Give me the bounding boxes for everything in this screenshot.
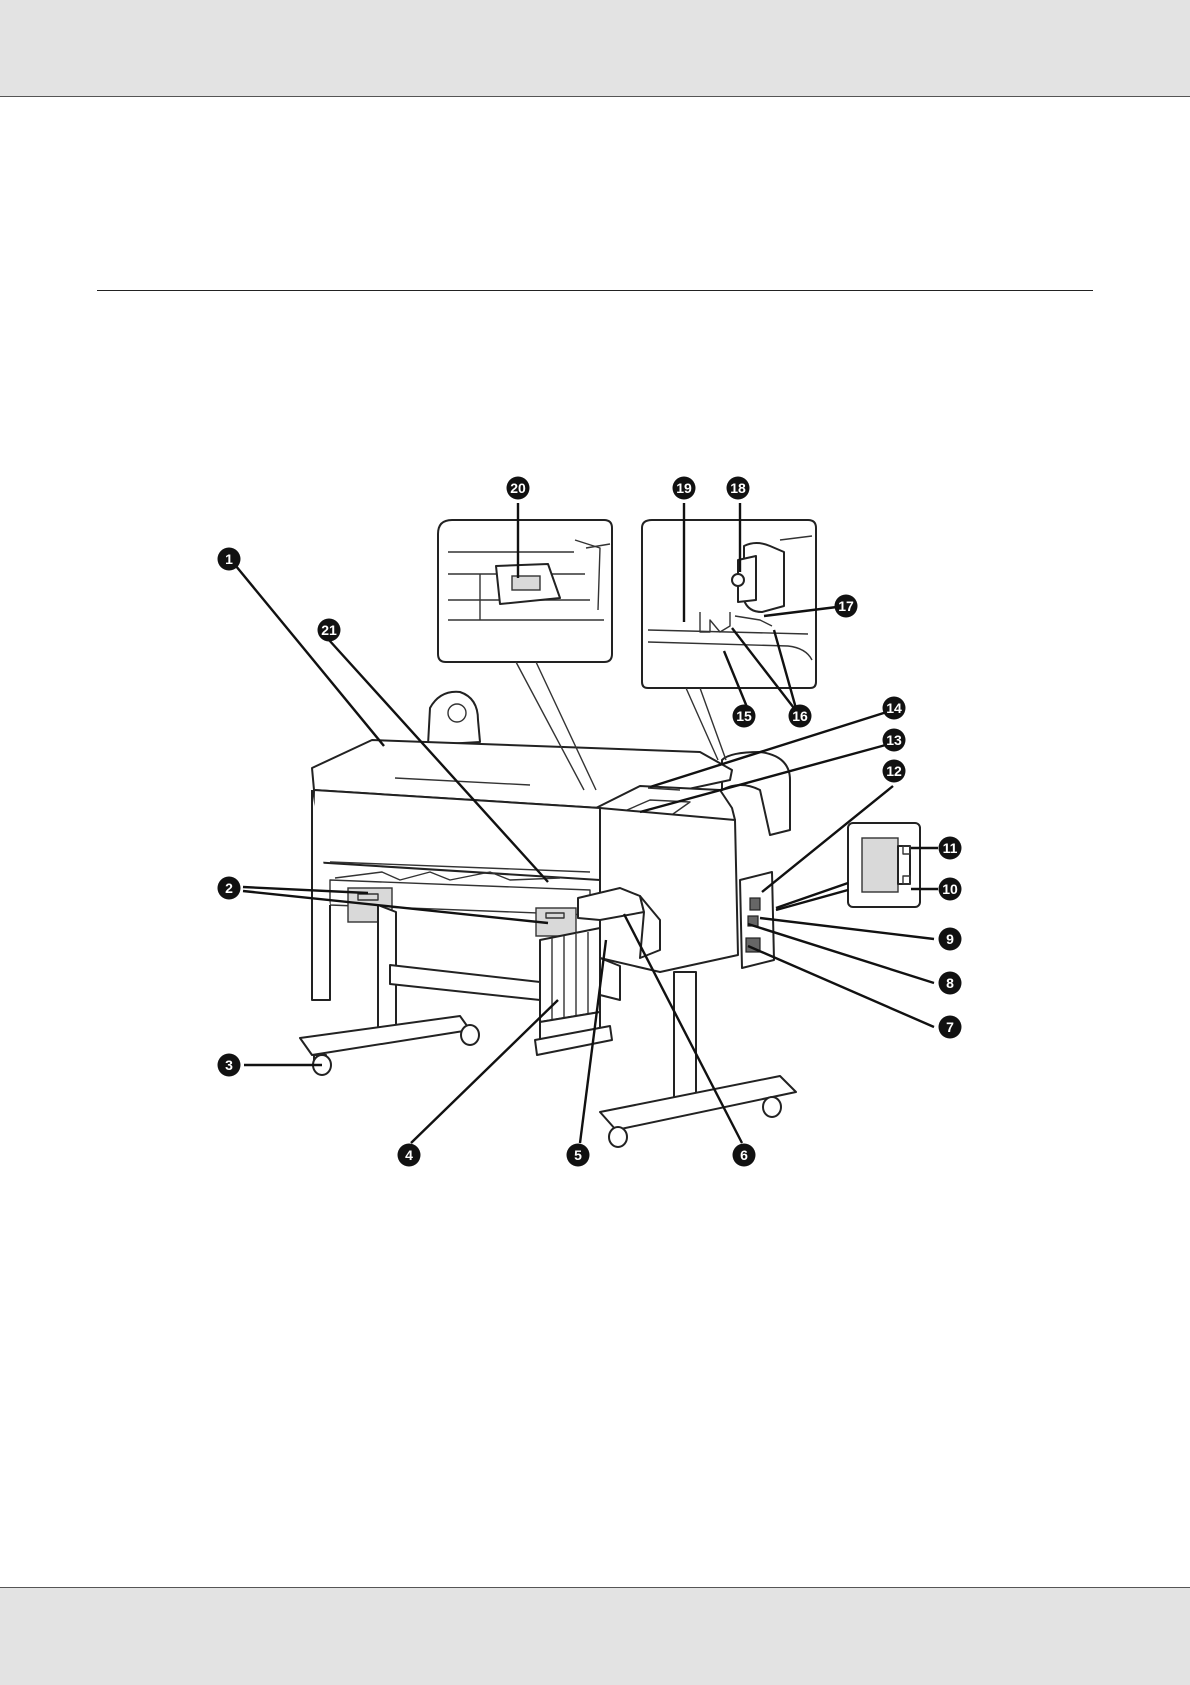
callout-4: 4 (398, 1144, 421, 1167)
callout-9: 9 (939, 928, 962, 951)
svg-text:15: 15 (736, 708, 752, 724)
caster-wheel (461, 1025, 479, 1045)
callout-10: 10 (939, 878, 962, 901)
svg-text:11: 11 (943, 840, 958, 856)
callout-17: 17 (835, 595, 858, 618)
svg-text:21: 21 (321, 622, 337, 638)
callout-21: 21 (318, 619, 341, 642)
svg-text:7: 7 (946, 1019, 954, 1035)
callout-8: 8 (939, 972, 962, 995)
svg-text:19: 19 (676, 480, 692, 496)
callout-18: 18 (727, 477, 750, 500)
callout-5: 5 (567, 1144, 590, 1167)
callout-7: 7 (939, 1016, 962, 1039)
svg-text:17: 17 (838, 598, 854, 614)
svg-text:16: 16 (792, 708, 808, 724)
svg-text:3: 3 (225, 1057, 233, 1073)
svg-text:2: 2 (225, 880, 233, 896)
svg-text:14: 14 (886, 700, 902, 716)
caster-wheel (763, 1097, 781, 1117)
caster-wheel (609, 1127, 627, 1147)
inset-roll-adapter (642, 520, 816, 760)
svg-text:1: 1 (225, 551, 233, 567)
svg-text:4: 4 (405, 1147, 413, 1163)
svg-text:18: 18 (730, 480, 746, 496)
callout-14: 14 (883, 697, 906, 720)
svg-text:8: 8 (946, 975, 954, 991)
callout-19: 19 (673, 477, 696, 500)
page-footer-band (0, 1587, 1190, 1685)
callout-1: 1 (218, 548, 241, 571)
callout-11: 11 (939, 837, 962, 860)
callout-12: 12 (883, 760, 906, 783)
callout-16: 16 (789, 705, 812, 728)
svg-text:12: 12 (886, 763, 902, 779)
callout-15: 15 (733, 705, 756, 728)
callout-13: 13 (883, 729, 906, 752)
callout-20: 20 (507, 477, 530, 500)
svg-text:5: 5 (574, 1147, 582, 1163)
svg-text:6: 6 (740, 1147, 748, 1163)
callout-2: 2 (218, 877, 241, 900)
callout-3: 3 (218, 1054, 241, 1077)
svg-text:9: 9 (946, 931, 954, 947)
svg-text:20: 20 (510, 480, 526, 496)
svg-text:13: 13 (886, 732, 902, 748)
printer-drawing (300, 692, 796, 1147)
inset-lan-port (776, 823, 938, 910)
callout-6: 6 (733, 1144, 756, 1167)
svg-text:10: 10 (942, 881, 958, 897)
